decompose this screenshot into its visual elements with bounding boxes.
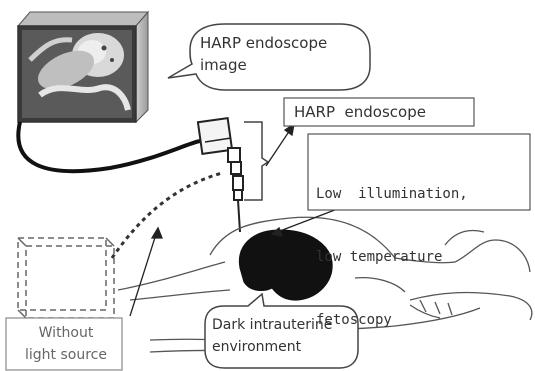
uterine-label: Dark intrauterine environment xyxy=(212,314,354,358)
fetoscopy-line-1: Low illumination, xyxy=(316,184,468,205)
no-light-line-1: Without xyxy=(12,322,120,344)
image-callout-line-1: HARP endoscope xyxy=(200,32,365,54)
light-source-box xyxy=(18,238,114,318)
image-callout-line-2: image xyxy=(200,54,365,76)
fetoscopy-line-2: low temperature xyxy=(316,247,468,268)
endoscope-device xyxy=(198,118,243,232)
no-light-line-2: light source xyxy=(12,344,120,366)
uterine-line-2: environment xyxy=(212,336,354,358)
dashed-light-line xyxy=(112,173,222,258)
endoscope-label: HARP endoscope xyxy=(294,103,426,121)
monitor-image xyxy=(18,12,148,122)
uterine-line-1: Dark intrauterine xyxy=(212,314,354,336)
endoscope-bracket xyxy=(244,122,268,200)
image-callout-label: HARP endoscope image xyxy=(200,32,365,76)
no-light-label: Without light source xyxy=(12,322,120,366)
endoscope-cable xyxy=(18,122,210,171)
